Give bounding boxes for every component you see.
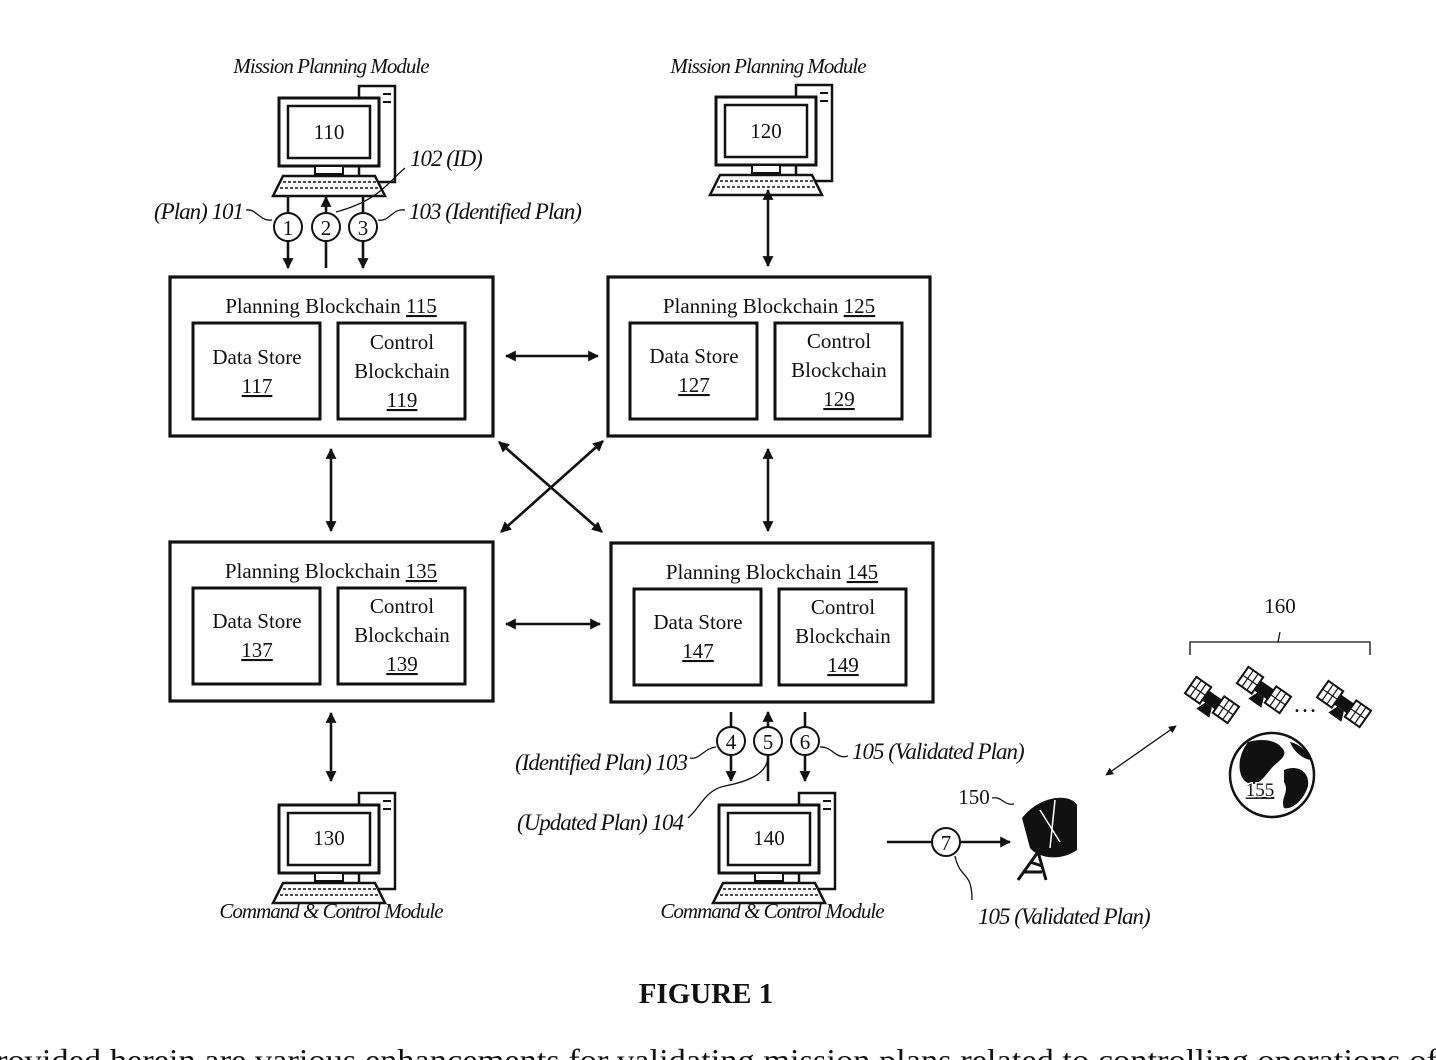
module-caption-120: Mission Planning Module [669,54,866,78]
step-1-marker: 1 [274,213,302,241]
data-store-number-147: 147 [682,639,714,663]
planning-blockchain-125: Planning Blockchain 125 Data Store 127 C… [608,277,930,436]
planning-blockchain-115: Planning Blockchain 115 Data Store 117 C… [170,277,493,436]
label-updated-plan-104: (Updated Plan) 104 [517,810,683,835]
satellite-ellipsis: … [1293,692,1317,718]
blockchain-title-115: Planning Blockchain 115 [225,294,437,318]
step-4-label: 4 [726,730,737,754]
leader-105-bottom [955,856,972,900]
globe-icon [1230,733,1314,817]
ground-antenna-150: 150 [958,785,1077,880]
arrow-antenna-satellites [1106,726,1176,775]
control-blockchain-line2-119: Blockchain [354,359,450,383]
module-number-110: 110 [314,120,345,144]
mission-planning-module-120: 120 Mission Planning Module [669,54,866,195]
control-blockchain-line2-129: Blockchain [791,358,887,382]
module-caption-110: Mission Planning Module [232,54,429,78]
control-blockchain-line1-119: Control [370,330,434,354]
label-identified-plan-103-top: 103 (Identified Plan) [409,199,581,224]
control-blockchain-number-119: 119 [387,388,418,412]
control-blockchain-number-139: 139 [386,652,418,676]
step-6-marker: 6 [791,727,819,755]
module-caption-130: Command & Control Module [219,899,443,923]
label-id-102: 102 (ID) [410,146,482,171]
data-store-label-147: Data Store [653,610,742,634]
control-blockchain-line1-149: Control [811,595,875,619]
planning-blockchain-145: Planning Blockchain 145 Data Store 147 C… [611,543,933,702]
mission-planning-module-110: 110 Mission Planning Module [232,54,429,196]
control-blockchain-number-129: 129 [823,387,855,411]
step-2-label: 2 [321,216,332,240]
earth-155: 155 [1230,733,1314,817]
control-blockchain-number-149: 149 [827,653,859,677]
satellite-icon [1182,677,1240,728]
data-store-label-117: Data Store [212,345,301,369]
leader-105-right [820,747,848,757]
leader-150 [992,798,1014,805]
figure-caption: FIGURE 1 [639,978,774,1010]
blockchain-title-145: Planning Blockchain 145 [666,560,878,584]
leader-103 [378,210,405,220]
control-blockchain-line1-129: Control [807,329,871,353]
step-5-marker: 5 [754,727,782,755]
label-antenna-150: 150 [958,785,990,809]
data-store-label-137: Data Store [212,609,301,633]
label-earth-155: 155 [1246,780,1275,801]
data-store-number-137: 137 [241,638,273,662]
label-validated-plan-105-bottom: 105 (Validated Plan) [978,904,1150,929]
step-7-marker: 7 [932,828,960,856]
data-store-label-127: Data Store [649,344,738,368]
control-blockchain-line1-139: Control [370,594,434,618]
module-number-140: 140 [753,826,785,850]
label-satellites-160: 160 [1264,594,1296,618]
leader-101 [246,210,272,220]
step-3-label: 3 [358,216,369,240]
step-1-label: 1 [283,216,294,240]
step-2-marker: 2 [312,213,340,241]
antenna-icon [1018,798,1077,880]
satellite-icon [1314,681,1372,732]
blockchain-title-125: Planning Blockchain 125 [663,294,875,318]
planning-blockchain-135: Planning Blockchain 135 Data Store 137 C… [170,542,493,701]
body-text-line: rovided herein are various enhancements … [0,1042,1436,1060]
step-7-label: 7 [941,831,952,855]
label-validated-plan-105-right: 105 (Validated Plan) [852,739,1024,764]
control-blockchain-line2-149: Blockchain [795,624,891,648]
module-number-130: 130 [313,826,345,850]
step-3-marker: 3 [349,213,377,241]
leader-103-bottom [690,747,716,758]
step-6-label: 6 [800,730,811,754]
label-identified-plan-103-bottom: (Identified Plan) 103 [515,750,687,775]
satellite-icon [1234,667,1292,718]
module-number-120: 120 [750,119,782,143]
data-store-number-117: 117 [242,374,273,398]
satellite-constellation-160: 160 … [1182,594,1372,732]
data-store-number-127: 127 [678,373,710,397]
blockchain-title-135: Planning Blockchain 135 [225,559,437,583]
label-plan-101: (Plan) 101 [154,199,243,224]
command-control-module-130: 130 Command & Control Module [219,793,443,923]
module-caption-140: Command & Control Module [660,899,884,923]
step-5-label: 5 [763,730,774,754]
satellite-bracket [1190,632,1370,655]
control-blockchain-line2-139: Blockchain [354,623,450,647]
step-4-marker: 4 [717,727,745,755]
